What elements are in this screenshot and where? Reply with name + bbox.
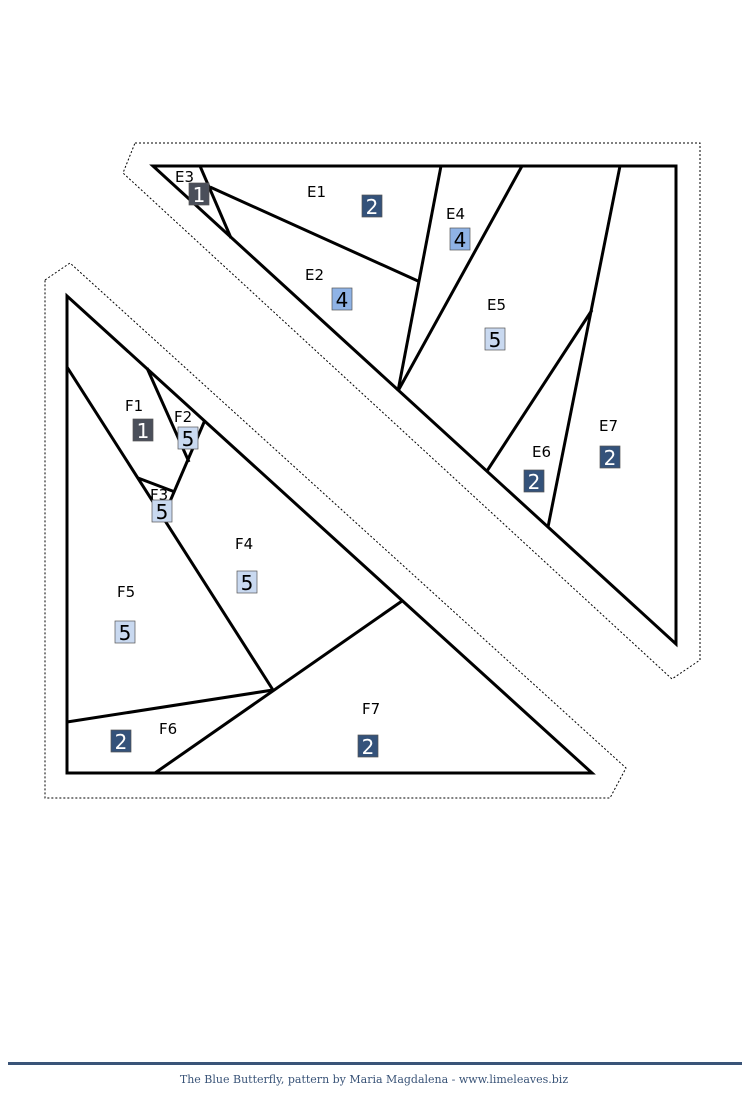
color-swatch <box>114 620 136 644</box>
piece-label: E1 <box>307 183 326 201</box>
piece-label: F5 <box>117 583 135 601</box>
piece-labels: E12E24E31E44E55E62E72F11F25F35F45F55F62F… <box>110 168 621 759</box>
color-swatch <box>132 418 154 442</box>
footer-rule <box>8 1062 742 1065</box>
section-e-cut-line <box>122 142 701 680</box>
color-number: 2 <box>604 446 617 470</box>
section-f-outline <box>65 292 596 775</box>
color-swatch <box>331 287 353 311</box>
color-number: 2 <box>115 730 128 754</box>
piece-label: E3 <box>175 168 194 186</box>
piece-label: F4 <box>235 535 253 553</box>
color-swatch <box>449 227 471 251</box>
section-e-outline <box>149 164 678 648</box>
piece-label: F1 <box>125 397 143 415</box>
color-number: 5 <box>156 500 169 524</box>
footer-text: The Blue Butterfly, pattern by Maria Mag… <box>179 1073 569 1086</box>
color-swatch <box>484 327 506 351</box>
color-number: 5 <box>119 621 132 645</box>
color-swatch <box>236 570 258 594</box>
color-swatch <box>110 729 132 753</box>
section-e-seams <box>198 165 622 528</box>
color-number: 2 <box>528 470 541 494</box>
piece-label: E4 <box>446 205 465 223</box>
piece-label: E6 <box>532 443 551 461</box>
piece-label: E2 <box>305 266 324 284</box>
color-number: 4 <box>454 228 467 252</box>
color-number: 1 <box>193 183 206 207</box>
color-swatch <box>188 182 210 206</box>
color-number: 5 <box>489 328 502 352</box>
piece-label: E5 <box>487 296 506 314</box>
color-number: 2 <box>362 735 375 759</box>
color-number: 1 <box>137 419 150 443</box>
color-swatch <box>523 469 545 493</box>
color-number: 5 <box>241 571 254 595</box>
color-swatch <box>361 194 383 218</box>
color-swatch <box>357 734 379 758</box>
piece-label: F2 <box>174 408 192 426</box>
color-swatch <box>599 445 621 469</box>
color-swatch <box>177 426 199 450</box>
color-number: 5 <box>182 427 195 451</box>
section-f-seams <box>65 366 403 775</box>
section-f <box>44 262 627 799</box>
section-f-cut-line <box>44 262 627 799</box>
piece-label: E7 <box>599 417 618 435</box>
color-swatch <box>151 499 173 523</box>
section-e <box>122 142 701 680</box>
color-number: 4 <box>336 288 349 312</box>
piece-label: F7 <box>362 700 380 718</box>
color-number: 2 <box>366 195 379 219</box>
piece-label: F6 <box>159 720 177 738</box>
piece-label: F3 <box>150 486 168 504</box>
